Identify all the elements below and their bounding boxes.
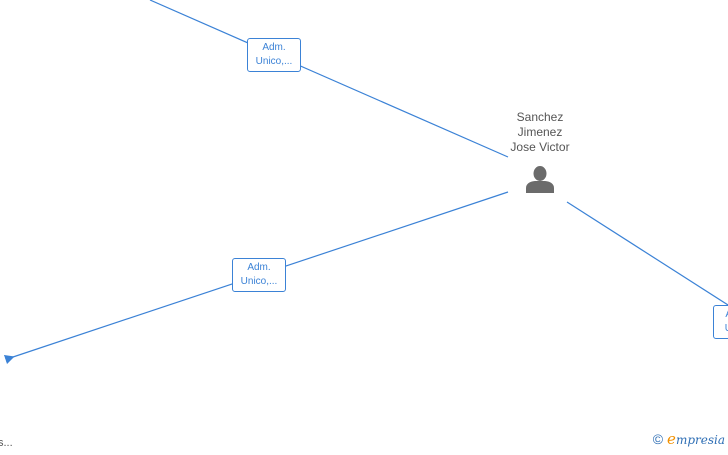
person-icon — [526, 166, 554, 193]
person-name-line2: Jimenez — [517, 125, 563, 139]
person-name-line1: Sanchez — [516, 110, 564, 124]
relation-label-top[interactable]: Adm. Unico,... — [247, 38, 301, 72]
relation-label-line1: Adm. — [247, 262, 271, 273]
relation-label-line1: Adm. — [262, 42, 286, 53]
person-node[interactable]: Sanchez Jimenez Jose Victor — [494, 110, 586, 193]
relation-label-line2: Unico,... — [240, 276, 278, 287]
person-name-line3: Jose Victor — [510, 140, 570, 154]
truncated-node-label: s... — [0, 437, 13, 449]
relation-label-line2: U — [714, 322, 728, 336]
relation-label-right[interactable]: A U — [713, 305, 728, 339]
relation-label-line2: Unico,... — [255, 56, 293, 67]
relation-label-line1: A — [714, 308, 728, 322]
relation-label-bottom[interactable]: Adm. Unico,... — [232, 258, 286, 292]
copyright-icon: © — [652, 431, 664, 447]
person-name: Sanchez Jimenez Jose Victor — [494, 110, 586, 155]
brand-logo-e: e — [667, 430, 676, 448]
brand-logo-text: mpresia — [675, 433, 725, 447]
brand-watermark: ©empresia — [653, 430, 725, 448]
link-right — [566, 201, 728, 306]
link-top-left — [149, 0, 509, 158]
